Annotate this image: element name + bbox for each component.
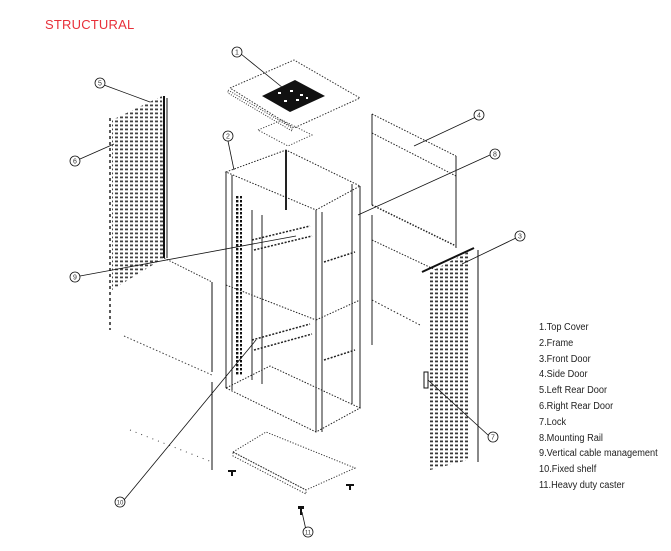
page-title: STRUCTURAL: [45, 17, 135, 32]
legend-item: 5.Left Rear Door: [539, 385, 608, 397]
callout-9: 9: [69, 271, 81, 283]
callout-3: 3: [514, 230, 526, 242]
callout-label: 3: [518, 234, 522, 241]
legend-item: 3.Front Door: [539, 353, 591, 365]
callout-5: 5: [94, 77, 106, 89]
callout-label: 9: [73, 275, 77, 282]
callout-11: 11: [302, 526, 314, 538]
callout-label: 2: [226, 134, 230, 141]
casters: [228, 470, 354, 515]
callout-label: 10: [117, 501, 124, 507]
side-door: [371, 113, 457, 345]
legend-item: 1.Top Cover: [539, 322, 589, 333]
legend-item: 8.Mounting Rail: [539, 432, 603, 444]
front-door: [421, 247, 479, 470]
legend-item: 11.Heavy duty caster: [539, 479, 625, 491]
legend-item: 9.Vertical cable management: [539, 448, 658, 460]
rear-doors: [109, 96, 213, 330]
legend-item: 6.Right Rear Door: [539, 400, 614, 412]
callout-label: 4: [477, 113, 481, 120]
callout-6: 6: [69, 155, 81, 167]
callout-8: 8: [489, 148, 501, 160]
callout-label: 1: [235, 50, 239, 57]
callout-label: 8: [493, 152, 497, 159]
callout-7: 7: [487, 431, 499, 443]
left-side-panel: [123, 282, 213, 470]
callout-1: 1: [231, 46, 243, 58]
legend-item: 2.Frame: [539, 337, 574, 349]
legend-item: 7.Lock: [539, 416, 567, 428]
leader-lines: [79, 53, 517, 531]
legend-item: 10.Fixed shelf: [539, 464, 597, 476]
callout-2: 2: [222, 130, 234, 142]
legend-item: 4.Side Door: [539, 369, 588, 381]
top-cover: [227, 59, 362, 147]
callout-label: 7: [491, 435, 495, 442]
callout-label: 6: [73, 159, 77, 166]
frame: [224, 149, 362, 433]
callout-4: 4: [473, 109, 485, 121]
base-plinth: [231, 431, 357, 495]
callout-label: 5: [98, 81, 102, 88]
parts-legend: 1.Top Cover 2.Frame 3.Front Door 4.Side …: [539, 320, 668, 494]
callout-10: 10: [114, 496, 126, 508]
callout-label: 11: [305, 531, 312, 537]
